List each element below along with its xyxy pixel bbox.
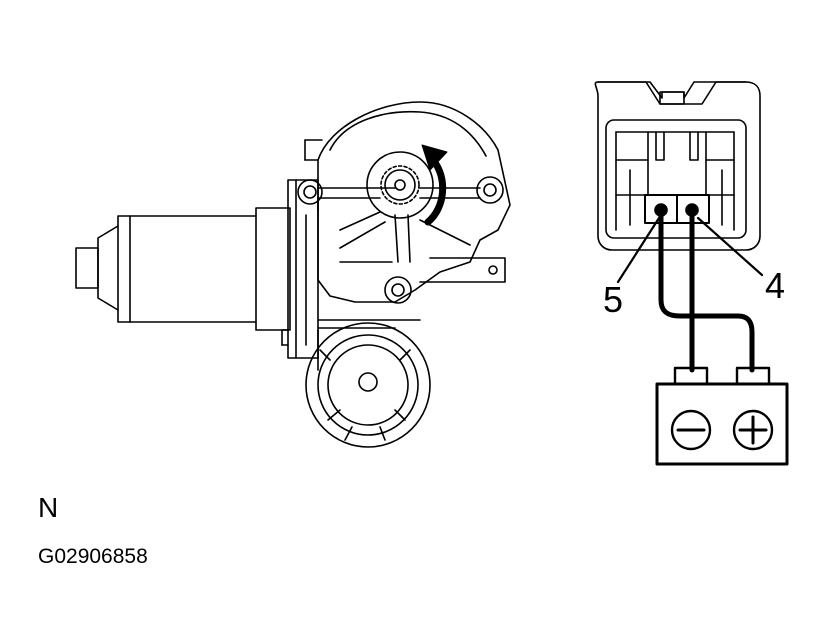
battery-negative-icon <box>670 409 712 451</box>
mount-boss-right <box>476 176 504 204</box>
motor-body <box>97 207 291 331</box>
view-letter: N <box>38 492 59 523</box>
motor-end-cap <box>75 247 99 289</box>
gear-housing <box>317 101 511 303</box>
battery-positive-icon <box>732 409 774 451</box>
motor-flange <box>287 179 319 359</box>
cable-drum <box>305 319 431 448</box>
terminal-label-5: 5 <box>603 279 624 320</box>
output-gear <box>366 151 434 219</box>
connector-assembly <box>594 81 789 466</box>
mount-boss-left <box>297 179 323 205</box>
figure-code: G02906858 <box>38 545 148 568</box>
window-motor-assembly <box>75 101 511 448</box>
wire-terminal-5 <box>658 211 755 373</box>
mount-boss-bottom <box>384 276 412 304</box>
rotation-arrow-icon <box>421 144 448 226</box>
leader-line-4 <box>696 216 764 277</box>
bracket-arm <box>419 257 506 283</box>
leader-line-5 <box>616 216 661 284</box>
connector-housing <box>594 81 761 251</box>
battery <box>655 366 789 466</box>
terminal-label-4: 4 <box>765 265 786 306</box>
